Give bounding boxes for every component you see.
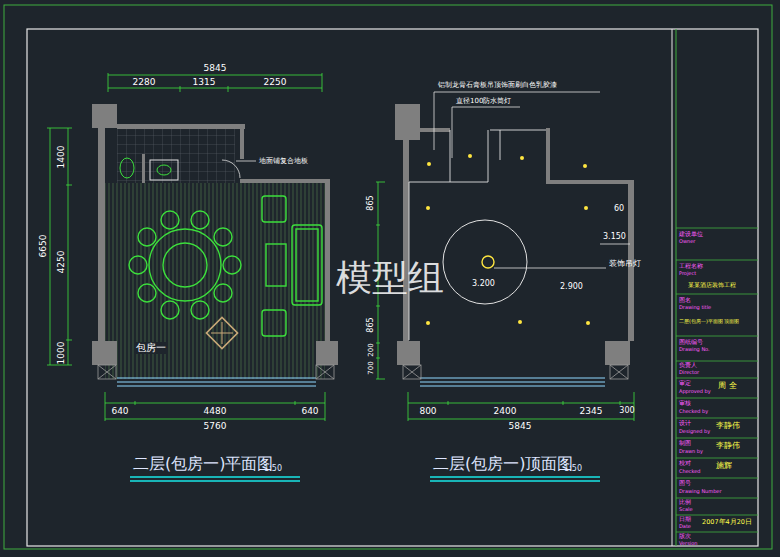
field-label: Project <box>679 271 696 276</box>
field-label: 版次 <box>679 533 691 539</box>
dimension: 5845 <box>204 64 227 73</box>
field-label: 工程名称 <box>679 263 703 269</box>
dimension: 4480 <box>204 407 227 416</box>
field-label: Checked by <box>679 409 708 414</box>
dimension: 60 <box>614 205 624 213</box>
scale: 1:50 <box>564 465 582 473</box>
drawing-title: 二层(包房一)平面图 <box>133 456 273 472</box>
ceiling-height: 2.900 <box>560 283 583 291</box>
field-label: Checked <box>679 469 700 474</box>
field-label: 建设单位 <box>679 231 703 237</box>
dimension: 5760 <box>204 422 227 431</box>
scale: 1:50 <box>264 465 282 473</box>
dimension: 2345 <box>580 407 603 416</box>
field-label: 审定 <box>679 380 691 386</box>
ceiling-height: 3.200 <box>472 280 495 288</box>
field-label: 审核 <box>679 400 691 406</box>
dimension: 5845 <box>509 422 532 431</box>
dimension: 865 <box>367 195 375 210</box>
dimension: 2250 <box>264 78 287 87</box>
field-value: 李静伟 <box>716 442 740 450</box>
field-label: 负责人 <box>679 362 697 368</box>
callout-note: 地面铺复合地板 <box>259 158 308 165</box>
field-label: 比例 <box>679 499 691 505</box>
dimension: 640 <box>301 407 318 416</box>
watermark: 模型组 <box>336 260 444 296</box>
field-label: Scale <box>679 507 692 512</box>
field-label: 设计 <box>679 420 691 426</box>
field-label: Drawing Number <box>679 489 721 494</box>
field-value: 2007年4月20日 <box>702 519 752 526</box>
dimension: 2280 <box>133 78 156 87</box>
field-label: Owner <box>679 239 695 244</box>
field-label: 图号 <box>679 480 691 486</box>
dimension: 6650 <box>39 235 48 258</box>
field-label: 图纸编号 <box>679 339 703 345</box>
dimension: 1400 <box>57 146 66 169</box>
field-label: Version <box>679 541 697 546</box>
field-value: 周 全 <box>718 382 737 390</box>
field-label: Designed by <box>679 429 710 434</box>
field-label: Approved by <box>679 389 711 394</box>
field-label: 制图 <box>679 440 691 446</box>
field-label: 图名 <box>679 297 691 303</box>
field-label: Drawn by <box>679 449 703 454</box>
dimension: 300 <box>619 407 634 415</box>
ceiling-height: 3.150 <box>603 233 626 241</box>
dimension: 700 <box>368 361 375 374</box>
dimension: 2400 <box>494 407 517 416</box>
dimension: 865 <box>367 317 375 332</box>
dimension: 4250 <box>57 251 66 274</box>
field-value: 二层(包房一)平面图 顶面图 <box>679 319 740 324</box>
field-label: Director <box>679 370 699 375</box>
room-name: 包房一 <box>134 342 168 354</box>
field-value: 施辉 <box>716 462 732 470</box>
field-label: 校对 <box>679 460 691 466</box>
callout-note: 装饰吊灯 <box>609 260 641 268</box>
dimension: 640 <box>111 407 128 416</box>
field-value: 某某酒店装饰工程 <box>688 282 736 288</box>
field-value: 李静伟 <box>716 422 740 430</box>
dimension: 800 <box>419 407 436 416</box>
dimension: 1315 <box>193 78 216 87</box>
callout-note: 直径100防水筒灯 <box>456 98 511 105</box>
callout-note: 铝制龙骨石膏板吊顶饰面刷白色乳胶漆 <box>438 82 557 89</box>
field-label: Drawing No. <box>679 347 710 352</box>
dimension: 1000 <box>57 342 66 365</box>
field-label: 日期 <box>679 516 691 522</box>
field-label: Drawing title <box>679 305 711 310</box>
drawing-title: 二层(包房一)顶面图 <box>433 456 573 472</box>
dimension: 200 <box>368 343 375 356</box>
field-label: Date <box>679 524 691 529</box>
